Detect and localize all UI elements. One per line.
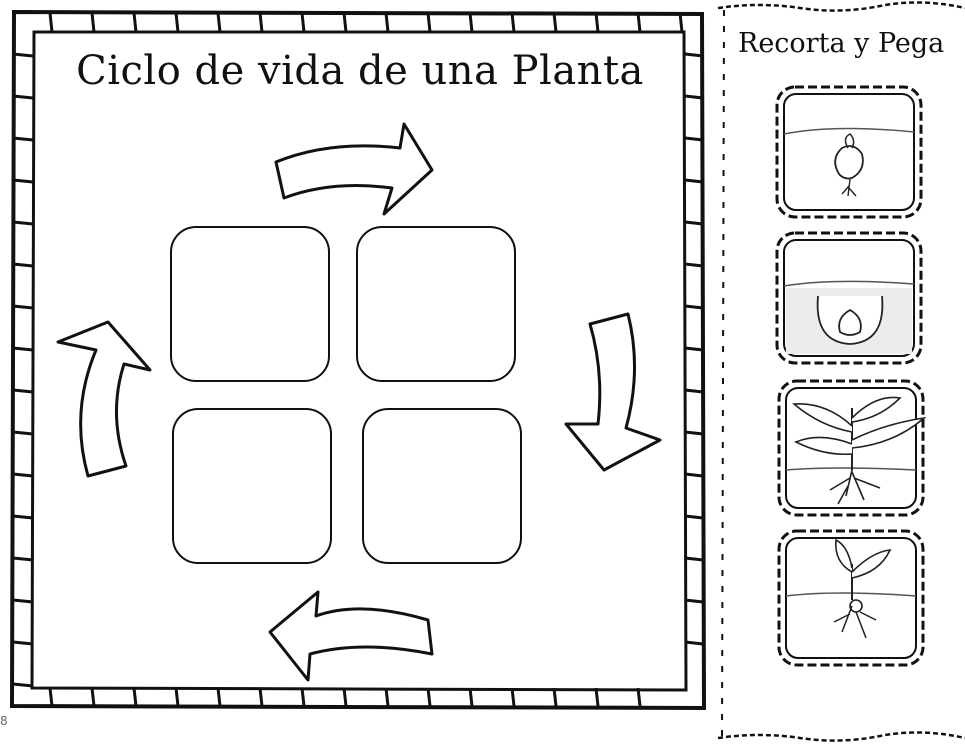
cut-panel-title: Recorta y Pega bbox=[738, 28, 945, 59]
cut-card-grown-plant[interactable] bbox=[776, 378, 926, 518]
placement-box-1[interactable] bbox=[170, 226, 330, 382]
arrow-left-up bbox=[56, 320, 152, 478]
grown-plant-icon bbox=[785, 396, 926, 505]
placement-box-2[interactable] bbox=[356, 226, 516, 382]
placement-box-3[interactable] bbox=[172, 408, 332, 564]
page-number: 8 bbox=[0, 714, 8, 728]
cut-card-seedling[interactable] bbox=[776, 528, 926, 668]
arrow-bottom-left bbox=[268, 590, 434, 682]
worksheet-title: Ciclo de vida de una Planta bbox=[76, 48, 644, 94]
sprouting-seed-icon bbox=[783, 127, 915, 197]
seed-in-soil-icon bbox=[783, 280, 915, 354]
placement-box-4[interactable] bbox=[362, 408, 522, 564]
arrow-right-down bbox=[564, 312, 662, 472]
cut-card-seed-in-soil[interactable] bbox=[774, 230, 924, 366]
arrow-top-right bbox=[274, 122, 434, 216]
seedling-icon bbox=[785, 538, 917, 639]
cut-card-sprouting-seed[interactable] bbox=[774, 84, 924, 220]
